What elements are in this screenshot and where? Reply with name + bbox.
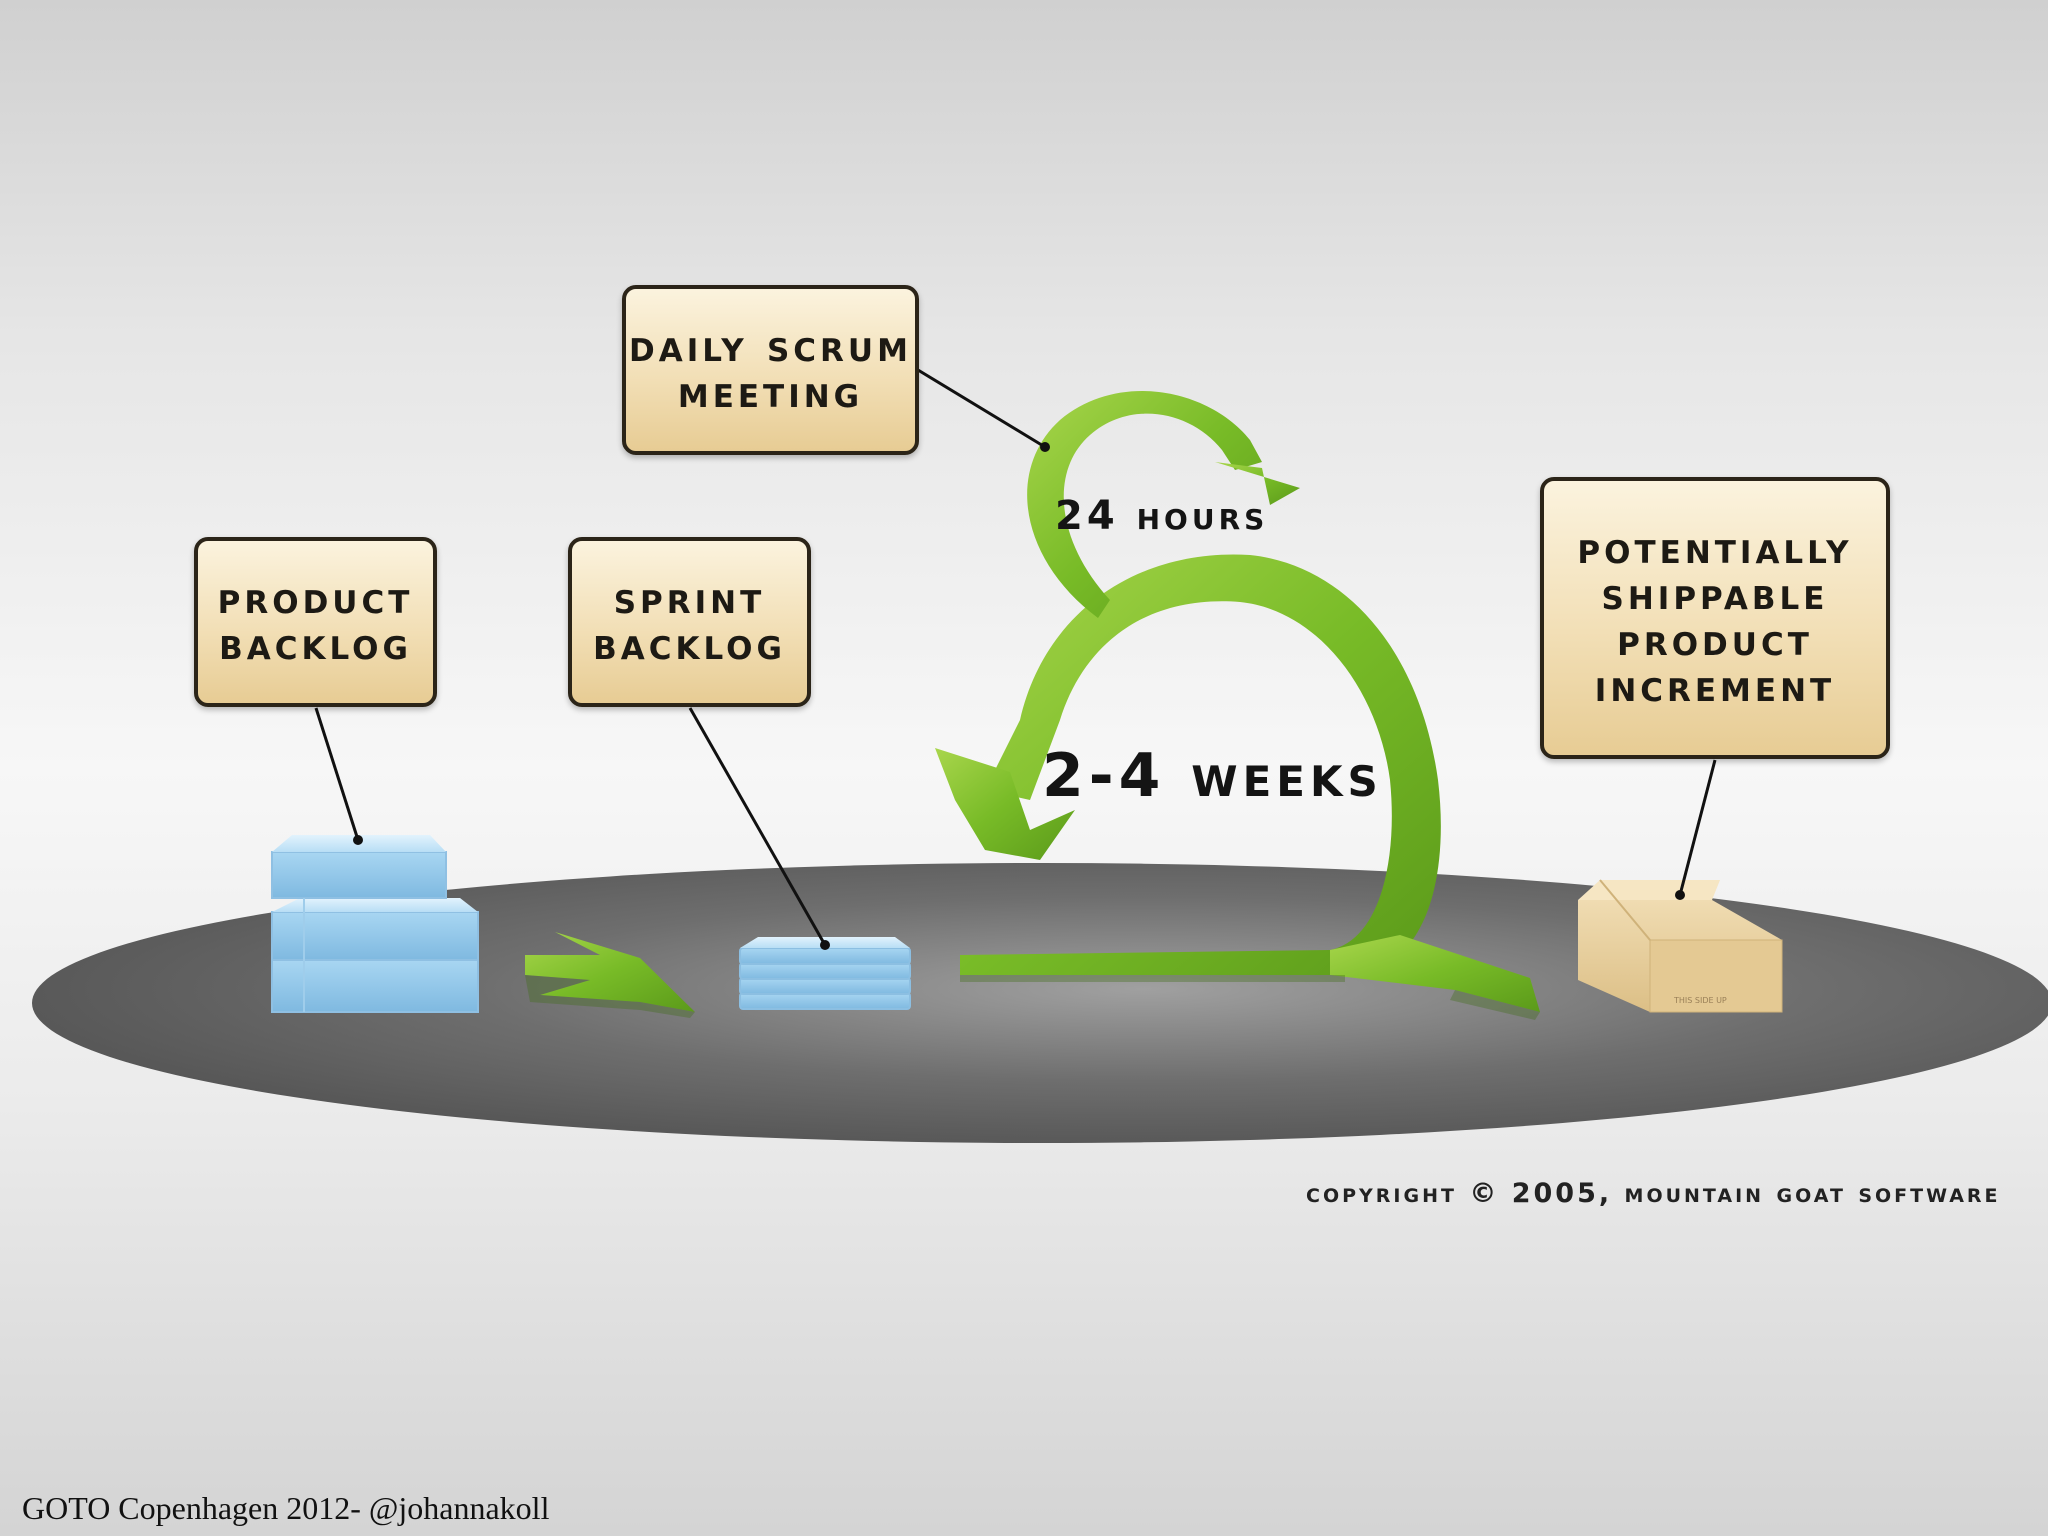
daily-scrum-callout: Daily Scrum Meeting: [622, 285, 919, 455]
sprint-backlog-callout: Sprint Backlog: [568, 537, 811, 707]
product-backlog-label: Product Backlog: [217, 573, 414, 670]
sprint-backlog-label: Sprint Backlog: [593, 573, 786, 670]
slide-footer: GOTO Copenhagen 2012- @johannakoll: [22, 1490, 550, 1526]
increment-callout: Potentially Shippable Product Increment: [1540, 477, 1890, 759]
box-stamp-text: THIS SIDE UP: [1673, 996, 1727, 1005]
product-backlog-callout: Product Backlog: [194, 537, 437, 707]
copyright-notice: Copyright © 2005, Mountain Goat Software: [1306, 1178, 2001, 1209]
backlog-transfer-arrow: [525, 932, 695, 1012]
sprint-backlog-stack: [739, 937, 911, 1010]
product-backlog-stack: [271, 835, 479, 1013]
sprint-cycle-arrow: [935, 554, 1540, 1020]
platform-ellipse: [32, 863, 2048, 1143]
callout-connectors: [314, 368, 1717, 946]
hours-label: 24 Hours: [1055, 493, 1269, 539]
daily-scrum-label: Daily Scrum Meeting: [629, 321, 912, 418]
weeks-label: 2-4 Weeks: [1042, 741, 1383, 811]
shippable-package: THIS SIDE UP: [1578, 879, 1783, 1013]
connector-dots: [353, 442, 1685, 950]
increment-label: Potentially Shippable Product Increment: [1577, 523, 1853, 712]
daily-cycle-arrow: [1027, 391, 1300, 618]
